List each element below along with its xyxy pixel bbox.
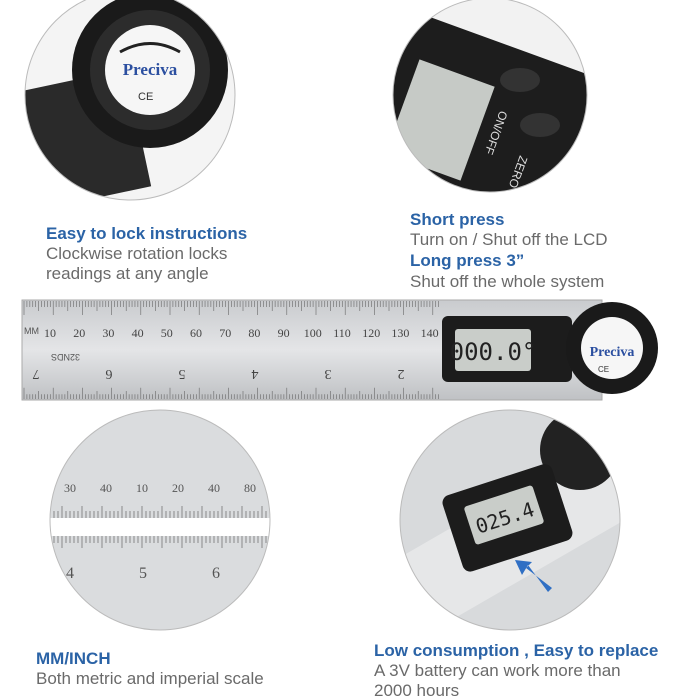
mm-label: 100 xyxy=(304,326,322,340)
mm-label: 90 xyxy=(278,326,290,340)
zoom-mm-label: 30 xyxy=(64,481,76,495)
zoom-mm-label: 20 xyxy=(172,481,184,495)
battery-title: Low consumption , Easy to replace xyxy=(374,641,659,660)
mm-label: 80 xyxy=(248,326,260,340)
battery-text-2: 2000 hours xyxy=(374,681,460,700)
ce-mark: CE xyxy=(598,365,609,374)
short-press-text: Turn on / Shut off the LCD xyxy=(410,230,608,249)
inch-label: 2 xyxy=(398,366,405,381)
mm-label: 110 xyxy=(333,326,351,340)
zoom-mm-label: 40 xyxy=(100,481,112,495)
mm-label: 50 xyxy=(161,326,173,340)
lock-dial-closeup: Preciva CE xyxy=(25,0,235,200)
inch-label: 5 xyxy=(179,366,186,381)
ce-mark: CE xyxy=(138,91,153,103)
zoom-mm-label: 10 xyxy=(136,481,148,495)
zoom-mm-label: 40 xyxy=(208,481,220,495)
mm-label: 10 xyxy=(44,326,56,340)
scale-closeup: 30 40 10 20 40 80 4 5 6 xyxy=(50,410,270,630)
inch-label: 4 xyxy=(252,366,259,381)
inch-label: 3 xyxy=(325,366,332,381)
mm-unit-label: MM xyxy=(24,326,39,336)
lock-text-1: Clockwise rotation locks xyxy=(46,244,228,263)
lcd-screen xyxy=(455,329,531,371)
scale-text: Both metric and imperial scale xyxy=(36,669,264,688)
mm-label: 120 xyxy=(362,326,380,340)
mm-label: 40 xyxy=(132,326,144,340)
zoom-mm-label: 80 xyxy=(244,481,256,495)
battery-text-1: A 3V battery can work more than xyxy=(374,661,621,680)
mm-label: 20 xyxy=(73,326,85,340)
mm-label: 130 xyxy=(391,326,409,340)
mm-label: 140 xyxy=(421,326,439,340)
zoom-inch-label: 4 xyxy=(66,565,74,582)
brand-logo: Preciva xyxy=(590,345,635,360)
battery-closeup: 025.4 xyxy=(400,410,620,630)
lock-text-2: readings at any angle xyxy=(46,264,209,283)
lcd-reading: 000.0° xyxy=(450,338,537,366)
mm-label: 30 xyxy=(102,326,114,340)
zoom-inch-label: 5 xyxy=(139,565,147,582)
long-press-title: Long press 3” xyxy=(410,251,525,270)
mm-label: 60 xyxy=(190,326,202,340)
mm-label: 70 xyxy=(219,326,231,340)
zoom-inch-label: 6 xyxy=(212,565,220,582)
arrow-icon xyxy=(515,560,552,592)
brand-logo: Preciva xyxy=(123,60,178,79)
scale-title: MM/INCH xyxy=(36,649,111,668)
inch-label: 6 xyxy=(106,366,113,381)
buttons-closeup: ON/OFF ZERO xyxy=(393,0,587,192)
inch-label: 7 xyxy=(33,366,40,381)
short-press-title: Short press xyxy=(410,210,505,229)
long-press-text: Shut off the whole system xyxy=(410,272,605,291)
inch-unit-label: 32NDS xyxy=(51,352,80,362)
protractor-ruler: 10 20 30 40 50 60 70 80 90 100 110 120 130 140 7 6 5 4 3 2 3… xyxy=(21,299,658,401)
lock-title: Easy to lock instructions xyxy=(46,224,248,243)
